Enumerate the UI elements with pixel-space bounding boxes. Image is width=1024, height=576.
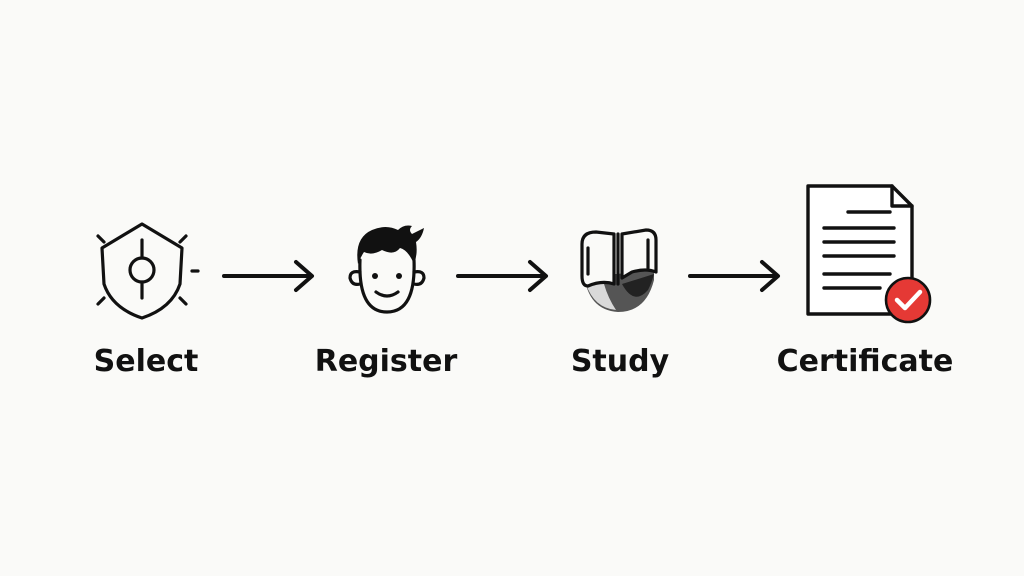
step-label-select: Select [93,344,199,379]
check-badge-icon [884,276,932,324]
step-label-register: Register [314,344,458,379]
arrow-right-icon [222,260,314,292]
arrow-right-icon [456,260,548,292]
certificate-document-icon [806,184,932,324]
book-icon [580,228,658,312]
person-face-icon [348,225,426,314]
shield-target-icon [96,222,200,320]
step-label-study: Study [570,344,670,379]
step-label-certificate: Certificate [776,344,954,379]
arrow-right-icon [688,260,780,292]
